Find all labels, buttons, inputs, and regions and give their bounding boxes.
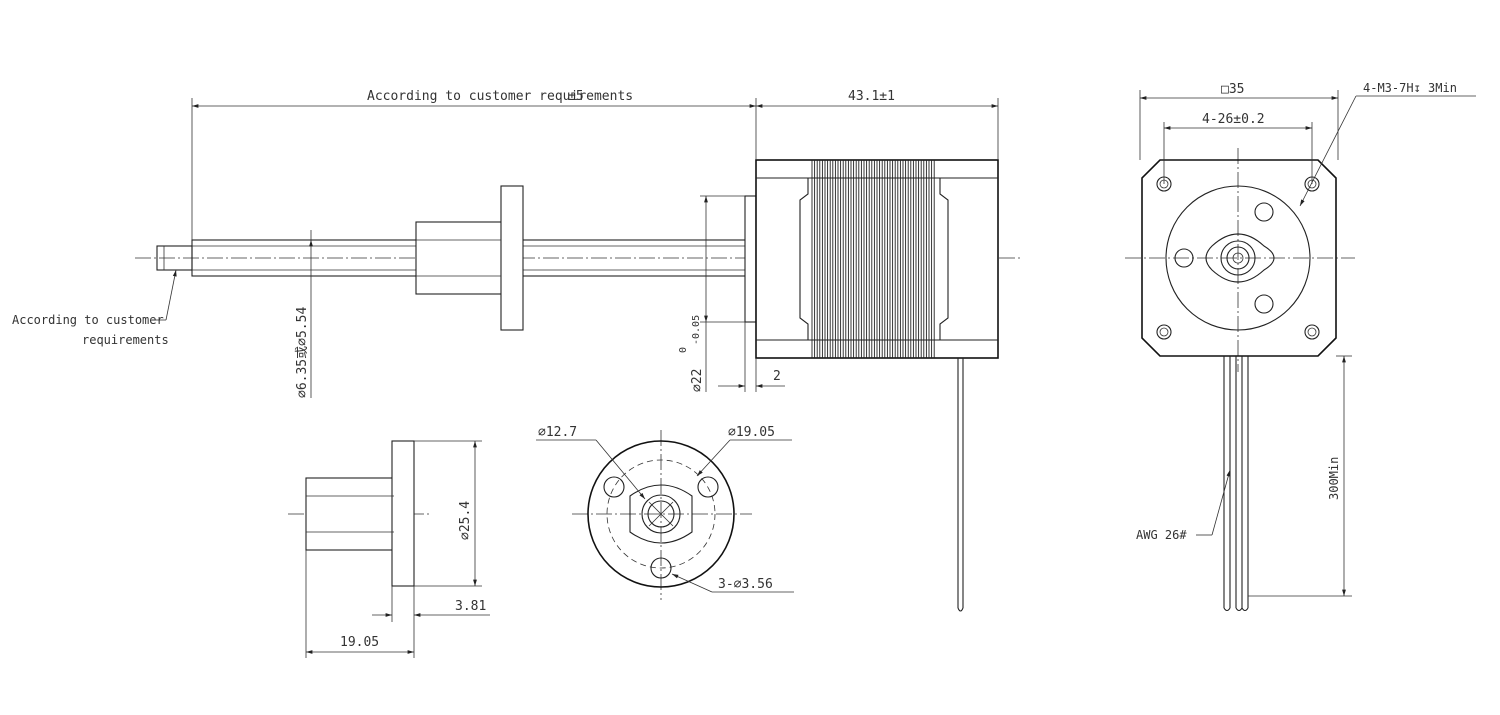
pilot-tol-upper: 0 <box>678 347 689 353</box>
dim-pilot-height: 2 <box>718 322 785 392</box>
nut-length-label: 19.05 <box>340 635 379 650</box>
pilot-tol-lower: -0.05 <box>691 315 702 345</box>
nut-side-view: ∅25.4 3.81 19.05 <box>288 440 490 658</box>
dim-overall-length: According to customer requirements ±5 <box>191 89 757 240</box>
lead-wires-front <box>1223 356 1249 612</box>
dim-body-length: 43.1±1 <box>756 89 999 160</box>
shaft-diameter-label: ∅6.35或∅5.54 <box>295 307 310 398</box>
front-view: □35 4-26±0.2 4-M3-7H↧ 3Min 300Min AWG 26… <box>1125 81 1476 612</box>
motor-face-boss <box>1165 185 1311 331</box>
flange-thickness-label: 3.81 <box>455 599 486 614</box>
stator-coil <box>811 160 935 358</box>
body-length-label: 43.1±1 <box>848 89 895 104</box>
side-view: According to customer requirements ±5 43… <box>12 89 1020 612</box>
dim-lead-length: 300Min <box>1248 355 1352 597</box>
motor-face-square <box>1141 159 1337 357</box>
overall-length-label: According to customer requirements <box>367 89 633 104</box>
bore-diameter-label: ∅12.7 <box>538 425 577 440</box>
mount-holes-label: 4-M3-7H↧ 3Min <box>1363 81 1457 95</box>
wire-gauge-label: AWG 26# <box>1136 528 1187 542</box>
nut-flange-outline <box>587 440 735 588</box>
dim-hole-spacing: 4-26±0.2 <box>1163 112 1313 184</box>
dim-square: □35 <box>1139 82 1339 160</box>
holes-label: 3-∅3.56 <box>718 577 773 592</box>
pilot-height-label: 2 <box>773 369 781 384</box>
nut-bolt-circle <box>606 459 716 569</box>
lead-wire-side <box>957 358 964 612</box>
pilot-diameter-label: ∅22 <box>690 369 705 392</box>
motor-body-side <box>755 159 999 359</box>
lead-length-label: 300Min <box>1327 457 1341 500</box>
hole-spacing-label: 4-26±0.2 <box>1202 112 1265 127</box>
dim-shaft-diameter: ∅6.35或∅5.54 <box>295 230 313 398</box>
tip-label-line1: According to customer <box>12 313 164 327</box>
nut-cam-shape <box>1205 233 1275 283</box>
dim-pilot-diameter: ∅22 0 -0.05 <box>678 195 745 392</box>
motor-pilot <box>744 195 757 323</box>
mount-hole-leader: 4-M3-7H↧ 3Min <box>1299 81 1476 207</box>
flange-diameter-label: ∅25.4 <box>458 501 473 540</box>
awg-leader: AWG 26# <box>1136 469 1231 542</box>
square-size-label: □35 <box>1221 82 1244 97</box>
tip-leader: According to customer requirements <box>12 269 177 347</box>
bolt-circle-label: ∅19.05 <box>728 425 775 440</box>
nut-front-view: ∅12.7 ∅19.05 3-∅3.56 <box>536 425 794 600</box>
tip-label-line2: requirements <box>82 333 169 347</box>
overall-length-tol: ±5 <box>568 89 584 104</box>
nut-hub <box>629 484 693 544</box>
flange-nut-side <box>415 185 524 331</box>
